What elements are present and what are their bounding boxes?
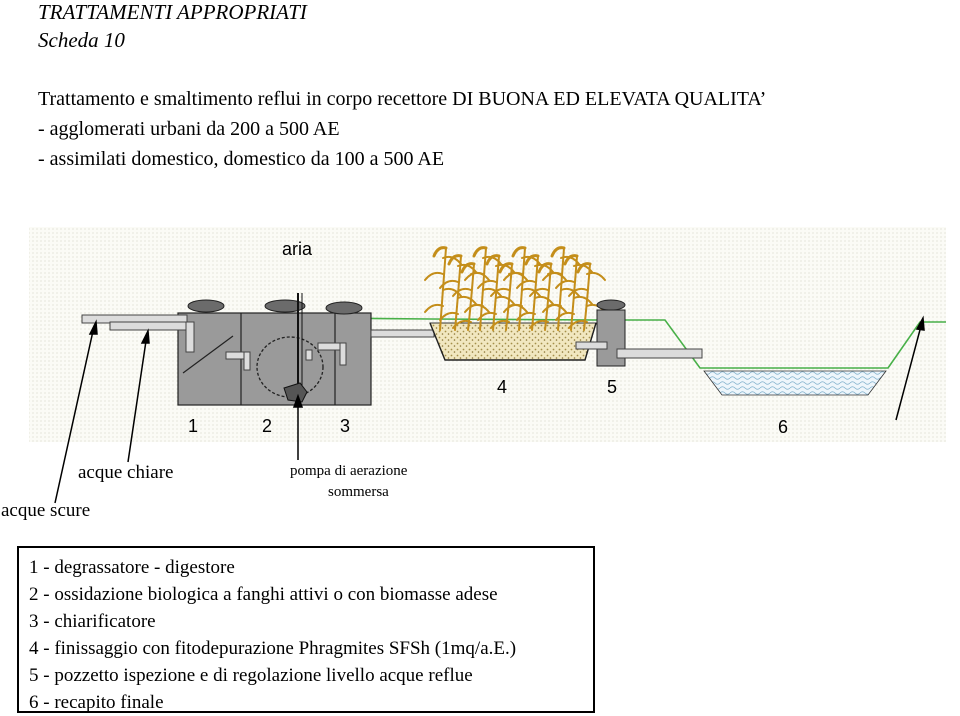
legend-item: 4 - finissaggio con fitodepurazione Phra… [29,638,517,659]
stage-number-4: 4 [497,377,507,397]
reed-leaf [516,279,536,289]
reed-stem [557,247,565,331]
reed-leaf [477,311,497,321]
reed-stem [531,255,539,331]
stage-number-5: 5 [607,377,617,397]
stage-number-2: 2 [262,416,272,436]
description-line-2: - agglomerati urbani da 200 a 500 AE [38,118,340,140]
description-line-3: - assimilati domestico, domestico da 100… [38,148,445,170]
reed-leaf [542,271,562,281]
reed-head [511,246,527,258]
reed-leaf [457,295,477,305]
reed-leaf [568,319,588,329]
inlet-pipe-clear [109,321,194,331]
reed-stem [454,255,462,331]
reed-leaf [503,303,523,313]
reed-stem [518,247,526,331]
reed-head [460,262,476,274]
reed-leaf [490,319,510,329]
reed-head [524,254,540,266]
outlet-pipe-2 [616,348,703,359]
legend-item: 6 - recapito finale [29,692,164,713]
reed-leaf [490,287,510,297]
reed-leaf [452,319,472,329]
reed-leaf [560,287,580,297]
reed-leaf [555,279,575,289]
reed-head [563,254,579,266]
stage-number-3: 3 [340,416,350,436]
reed-leaf [477,279,497,289]
reed-leaf [439,279,459,289]
stage-number-6: 6 [778,417,788,437]
reed-leaf [424,303,444,313]
reed-leaf [529,319,549,329]
reed-leaf [495,295,515,305]
main-tank [177,293,372,406]
reed-head [576,262,592,274]
receiving-water [703,370,887,396]
reed-leaf [586,271,606,281]
reed-stem [583,263,591,331]
reed-leaf [573,295,593,305]
legend-item: 3 - chiarificatore [29,611,156,632]
reed-leaf [482,287,502,297]
document-title: TRATTAMENTI APPROPRIATI [38,0,307,24]
reed-stem [479,247,487,331]
reed-leaf [439,311,459,321]
stage-number-1: 1 [188,416,198,436]
reed-leaf [452,287,472,297]
leader-arrows [54,315,925,504]
reed-head [537,262,553,274]
reed-leaf [542,303,562,313]
reed-stem [492,255,500,331]
legend-item: 5 - pozzetto ispezione e di regolazione … [29,665,473,686]
document-subtitle: Scheda 10 [38,28,125,52]
reed-leaf [464,271,484,281]
clear-water-label: acque chiare [78,462,174,483]
legend-item: 2 - ossidazione biologica a fanghi attiv… [29,584,498,605]
reed-stem [505,263,513,331]
reed-leaf [529,287,549,297]
reed-head [550,246,566,258]
reed-leaf [516,311,536,321]
reed-leaf [503,271,523,281]
pump-label-line2: sommersa [328,484,389,500]
reed-head [447,254,463,266]
reed-head [485,254,501,266]
reed-head [498,262,514,274]
reed-leaf [424,271,444,281]
phyto-bed [424,246,606,361]
reed-stem [570,255,578,331]
description-line-1: Trattamento e smaltimento reflui in corp… [38,88,767,110]
legend-box: 1 - degrassatore - digestore 2 - ossidaz… [17,546,595,713]
reed-leaf [464,303,484,313]
reed-leaf [521,287,541,297]
reed-leaf [555,311,575,321]
dark-water-label: acque scure [1,500,91,521]
reed-stem [544,263,552,331]
ground-line [89,315,946,369]
pump-label-line1: pompa di aerazione [290,463,408,479]
outlet-pipe-1 [370,329,435,338]
reed-stem [439,247,447,331]
inspection-well [575,299,703,367]
reed-leaf [568,287,588,297]
reed-head [432,246,448,258]
reed-stem [467,263,475,331]
legend-item: 1 - degrassatore - digestore [29,557,235,578]
reed-head [472,246,488,258]
air-label: aria [282,239,313,259]
reed-leaf [442,287,462,297]
reed-leaf [534,295,554,305]
